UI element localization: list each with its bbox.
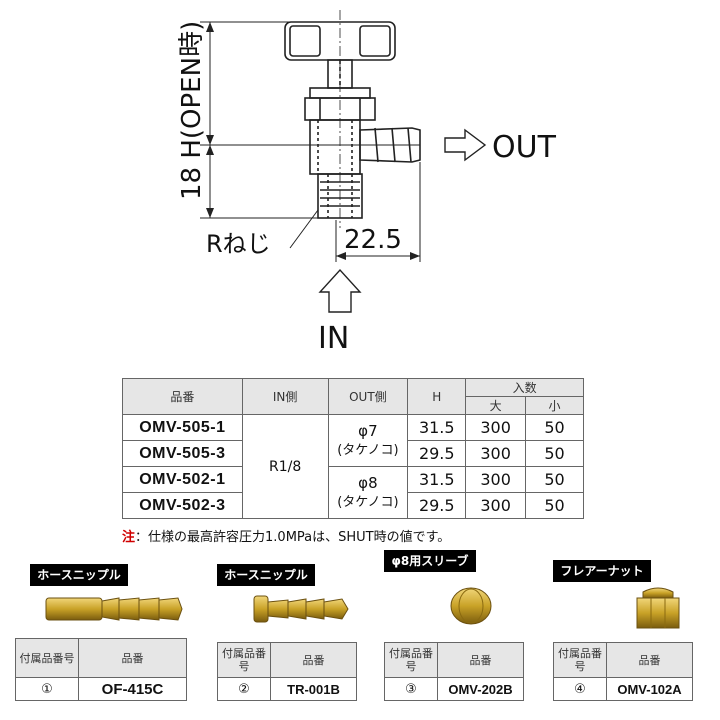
header-in-side: IN側 — [241, 378, 329, 415]
qty-small-cell: 50 — [525, 466, 584, 493]
part-no-cell: OMV-502-1 — [122, 466, 243, 493]
header-acc-no: 付属品番号 — [217, 642, 271, 678]
header-part-no: 品番 — [270, 642, 357, 678]
dim-22-5-label: 22.5 — [344, 225, 402, 255]
accessory-table-4: 付属品番号 品番 ④ OMV-102A — [553, 642, 693, 701]
header-part-no: 品番 — [78, 638, 187, 678]
accessory-label-3: φ8用スリーブ — [384, 550, 476, 572]
out-type: (タケノコ) — [337, 494, 399, 510]
acc-no-cell: ③ — [384, 677, 438, 701]
acc-part-no-cell: OF-415C — [78, 677, 187, 701]
header-part-no: 品番 — [606, 642, 693, 678]
valve-diagram: 18 H(OPEN時) OUT IN Rねじ 22.5 — [177, 10, 557, 356]
table-row: OMV-505-1 R1/8 φ7 (タケノコ) 31.5 300 50 — [122, 414, 584, 519]
accessory-label-1: ホースニップル — [30, 564, 128, 586]
header-h: H — [407, 378, 467, 415]
qty-large-cell: 300 — [465, 414, 527, 441]
hose-nipple-1-image — [45, 597, 183, 621]
accessory-label-2: ホースニップル — [217, 564, 315, 586]
accessory-table-3: 付属品番号 品番 ③ OMV-202B — [384, 642, 524, 701]
acc-part-no-cell: OMV-102A — [606, 677, 693, 701]
in-side-cell: R1/8 — [241, 414, 329, 519]
out-side-cell: φ8 (タケノコ) — [327, 466, 409, 519]
out-arrow — [444, 128, 487, 162]
in-arrow — [318, 268, 362, 313]
header-acc-no: 付属品番号 — [553, 642, 607, 678]
qty-large-cell: 300 — [465, 492, 527, 519]
r-thread-label: Rねじ — [206, 230, 271, 258]
note-text: ：仕様の最高許容圧力1.0MPaは、SHUT時の値です。 — [135, 530, 451, 545]
header-acc-no: 付属品番号 — [384, 642, 438, 678]
spec-table: 品番 IN側 OUT側 H 入数 大 小 OMV-505-1 R1/8 φ7 (… — [122, 378, 584, 519]
qty-small-cell: 50 — [525, 492, 584, 519]
qty-small-cell: 50 — [525, 440, 584, 467]
header-part-no: 品番 — [122, 378, 243, 415]
table-row: OMV-502-1 φ8 (タケノコ) 31.5 300 50 — [122, 466, 584, 519]
note-prefix: 注 — [122, 530, 136, 545]
acc-no-cell: ④ — [553, 677, 607, 701]
pressure-note: 注：仕様の最高許容圧力1.0MPaは、SHUT時の値です。 — [122, 526, 450, 545]
part-no-cell: OMV-505-3 — [122, 440, 243, 467]
out-side-cell: φ7 (タケノコ) — [327, 414, 409, 467]
header-qty-small: 小 — [525, 396, 584, 415]
header-out-side: OUT側 — [327, 378, 409, 415]
h-cell: 31.5 — [407, 466, 467, 493]
h-cell: 29.5 — [407, 440, 467, 467]
in-label: IN — [318, 321, 349, 356]
accessory-table-1: 付属品番号 品番 ① OF-415C — [15, 638, 187, 701]
qty-small-cell: 50 — [525, 414, 584, 441]
acc-part-no-cell: OMV-202B — [437, 677, 524, 701]
table-row: OMV-505-3 29.5 300 50 — [122, 440, 584, 467]
header-acc-no: 付属品番号 — [15, 638, 79, 678]
qty-large-cell: 300 — [465, 440, 527, 467]
acc-no-cell: ② — [217, 677, 271, 701]
out-label: OUT — [492, 130, 557, 165]
dim-h-label: 18 H(OPEN時) — [177, 21, 207, 200]
table-row: OMV-502-3 29.5 300 50 — [122, 492, 584, 519]
sleeve-image — [450, 587, 492, 625]
hose-nipple-2-image — [253, 595, 349, 623]
h-cell: 31.5 — [407, 414, 467, 441]
part-no-cell: OMV-502-3 — [122, 492, 243, 519]
h-cell: 29.5 — [407, 492, 467, 519]
part-no-cell: OMV-505-1 — [122, 414, 243, 441]
accessory-label-4: フレアーナット — [553, 560, 651, 582]
header-qty-large: 大 — [465, 396, 527, 415]
acc-no-cell: ① — [15, 677, 79, 701]
header-qty: 入数 — [465, 378, 584, 397]
out-size: φ8 — [358, 473, 378, 492]
accessory-table-2: 付属品番号 品番 ② TR-001B — [217, 642, 357, 701]
qty-large-cell: 300 — [465, 466, 527, 493]
acc-part-no-cell: TR-001B — [270, 677, 357, 701]
out-size: φ7 — [358, 421, 378, 440]
out-type: (タケノコ) — [337, 442, 399, 458]
flare-nut-image — [636, 587, 680, 629]
header-part-no: 品番 — [437, 642, 524, 678]
